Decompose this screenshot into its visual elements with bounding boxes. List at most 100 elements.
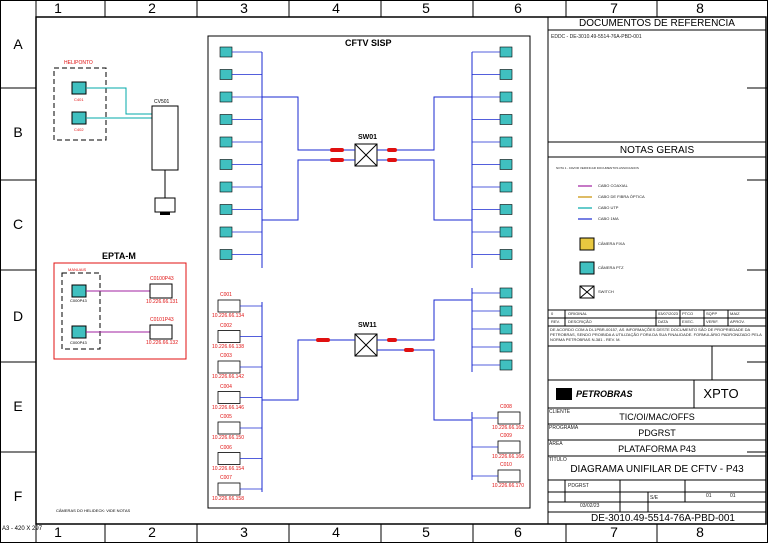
epta-cam2-icon — [71, 325, 87, 339]
col-5: 5 — [422, 0, 430, 16]
legend-label: CABO DE FIBRA ÓPTICA — [598, 194, 645, 199]
row-a: A — [13, 36, 23, 52]
cftv-frame — [207, 35, 531, 509]
sheet-size-label: A3 - 420 X 297 — [2, 526, 43, 532]
area-label: ÁREA — [549, 441, 563, 447]
camera-id: C008 — [500, 404, 512, 410]
cftv-title: CFTV SISP — [345, 38, 392, 48]
col-6-bottom: 6 — [514, 524, 522, 540]
camera-id: C010 — [500, 462, 512, 468]
camera-ip: 10.226.66.166 — [492, 454, 524, 460]
col-8-bottom: 8 — [696, 524, 704, 540]
col-5-bottom: 5 — [422, 524, 430, 540]
camera-ip: 10.226.66.158 — [212, 496, 244, 502]
drawing-title: DIAGRAMA UNIFILAR DE CFTV - P43 — [570, 464, 744, 475]
sw11-links — [262, 299, 472, 421]
heliponto-group — [53, 67, 107, 141]
col-7-bottom: 7 — [610, 524, 618, 540]
camera-id: C001 — [220, 292, 232, 298]
epta-frame — [53, 262, 187, 360]
camera-ip: 10.226.66.134 — [212, 313, 244, 319]
row-b: B — [13, 124, 23, 140]
folha-value: 01 — [706, 493, 712, 499]
revision-cell: PTCO — [682, 311, 694, 316]
notes-text: NOTA 1 - FAVOR VERIFICAR DOCUMENTOS ASSO… — [556, 166, 639, 170]
camera-ip: 10.226.66.142 — [212, 374, 244, 380]
col-2: 2 — [148, 0, 156, 16]
petrobras-logo-mark — [556, 388, 572, 400]
col-1-bottom: 1 — [54, 524, 62, 540]
camera-ip: 10.226.66.154 — [212, 465, 244, 472]
revision-cell: REV. — [551, 319, 560, 324]
revision-cell: DATA — [658, 319, 669, 324]
fixed-camera-icon — [217, 421, 241, 435]
camera-icon — [219, 226, 233, 238]
helideck-note: CÂMERAS DO HELIDECK: VIDE NOTAS — [56, 508, 131, 513]
col-3-bottom: 3 — [240, 524, 248, 540]
camera-ip: 10.226.66.138 — [212, 343, 244, 350]
company-name: PETROBRAS — [576, 389, 633, 399]
camera-icon — [499, 287, 513, 299]
program-label: PROGRAMA — [549, 425, 579, 431]
camera-ip: 10.226.66.170 — [492, 483, 524, 489]
contractor-name: XPTO — [703, 386, 739, 401]
col-3: 3 — [240, 0, 248, 16]
col-2-bottom: 2 — [148, 524, 156, 540]
revision-cell: 03/07/2023 — [658, 311, 679, 316]
disclaimer: DE ACORDO COM A DI-1PBR-00157, AS INFORM… — [550, 327, 762, 342]
scale-value: S/E — [650, 495, 659, 501]
camera-icon — [499, 91, 513, 103]
legend-label: CABO COAXIAL — [598, 183, 628, 188]
camera-icon — [499, 359, 513, 371]
camera-ip: 10.226.66.146 — [212, 404, 244, 411]
camera-ip: 10.226.66.150 — [212, 435, 244, 441]
fixed-camera-icon — [497, 469, 521, 483]
revision-cell: MAIZ — [730, 311, 740, 316]
cam-c402-label: C402 — [74, 127, 84, 132]
camera-icon — [499, 159, 513, 170]
revision-cell: DESCRIÇÃO — [568, 319, 592, 324]
sw11-label: SW11 — [358, 322, 377, 329]
fixed-camera-icon — [217, 360, 241, 374]
cam-c401-icon — [71, 81, 87, 95]
camera-icon — [499, 69, 513, 80]
row-d: D — [12, 308, 24, 324]
epta-group-label: MANUAIS — [68, 267, 87, 272]
title-label: TÍTULO — [549, 457, 567, 463]
col-4: 4 — [332, 0, 340, 16]
camera-icon — [219, 46, 233, 58]
cam-c402-icon — [71, 111, 87, 125]
left-lower-camera-column — [217, 299, 262, 496]
camera-icon — [499, 46, 513, 58]
notes-title: NOTAS GERAIS — [619, 145, 695, 156]
camera-icon — [219, 69, 233, 80]
legend-label: SWITCH — [598, 289, 614, 294]
legend-label: CÂMERA FIXA — [598, 241, 625, 246]
fixed-camera-icon — [217, 482, 241, 496]
right-upper-camera-column — [472, 46, 513, 260]
camera-icon — [499, 204, 513, 215]
de-value: 01 — [730, 493, 736, 499]
epta-cam1-id: C0100P43 — [150, 276, 174, 282]
revision-cell: EXEC. — [682, 319, 695, 324]
right-mid-camera-column — [472, 287, 513, 371]
client-value: TIC/OI/MAC/OFFS — [619, 412, 695, 422]
fixed-camera-icon — [217, 299, 241, 313]
revision-cell: VERIF. — [706, 319, 719, 324]
revision-cell: 0 — [551, 311, 554, 316]
epta-cam1-ip: 10.226.66.131 — [146, 299, 178, 305]
revision-cell: APROV. — [730, 319, 745, 324]
sw01-label: SW01 — [358, 134, 378, 141]
camera-id: C007 — [220, 475, 232, 481]
legend-camera-sample — [579, 237, 595, 251]
fixed-camera-icon — [497, 440, 521, 454]
fixed-camera-icon — [217, 452, 241, 465]
cabinet-cv501 — [151, 105, 179, 171]
proj-value: PDGRST — [568, 483, 589, 489]
col-4-bottom: 4 — [332, 524, 340, 540]
camera-icon — [219, 114, 233, 125]
camera-id: C003 — [220, 353, 232, 359]
